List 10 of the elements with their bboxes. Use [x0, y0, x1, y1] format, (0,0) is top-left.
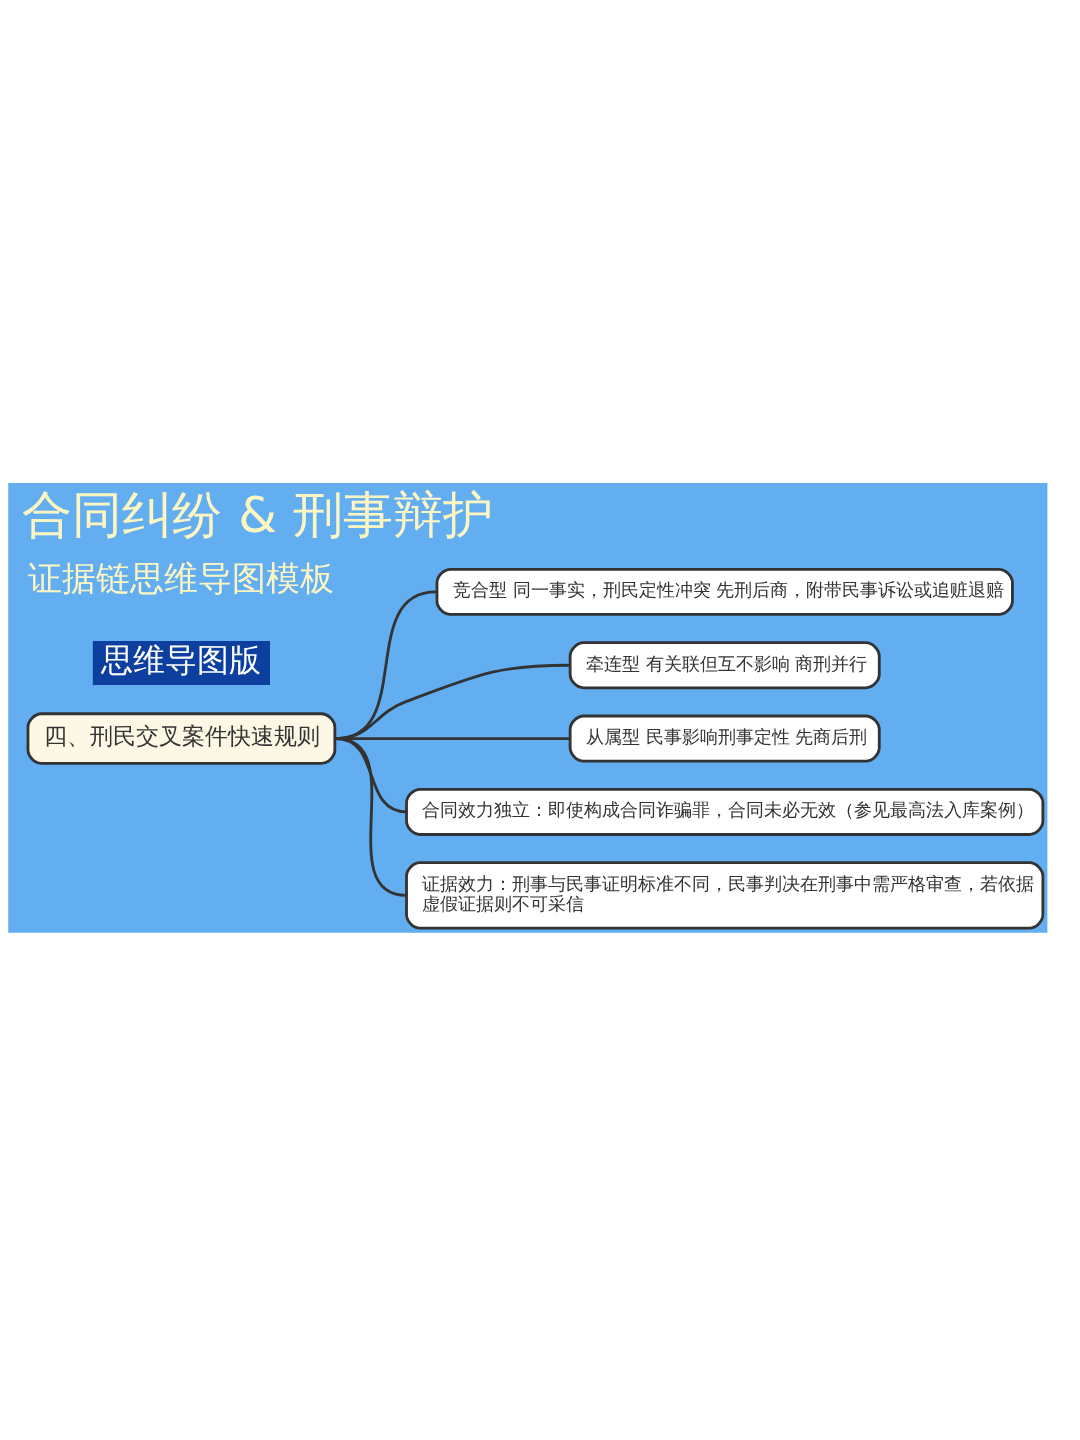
node-box: 竞合型 同一事实，刑民定性冲突 先刑后商，附带民事诉讼或追赃退赔 [435, 567, 1014, 616]
label: 思维导图版 [101, 641, 262, 678]
label: 证据链思维导图模板 [28, 559, 335, 599]
node-box: 四、刑民交叉案件快速规则 [26, 712, 337, 765]
node-box: 从属型 民事影响刑事定性 先商后刑 [568, 714, 881, 763]
node-box: 合同效力独立：即使构成合同诈骗罪，合同未必无效（参见最高法入库案例） [405, 787, 1045, 836]
diagram-title: 合同纠纷 & 刑事辩护 [22, 485, 493, 544]
node-box: 牵连型 有关联但互不影响 商刑并行 [568, 641, 881, 690]
node-box: 证据效力：刑事与民事证明标准不同，民事判决在刑事中需严格审查，若依据虚假证据则不可采信 [405, 861, 1045, 930]
connector [335, 737, 407, 897]
